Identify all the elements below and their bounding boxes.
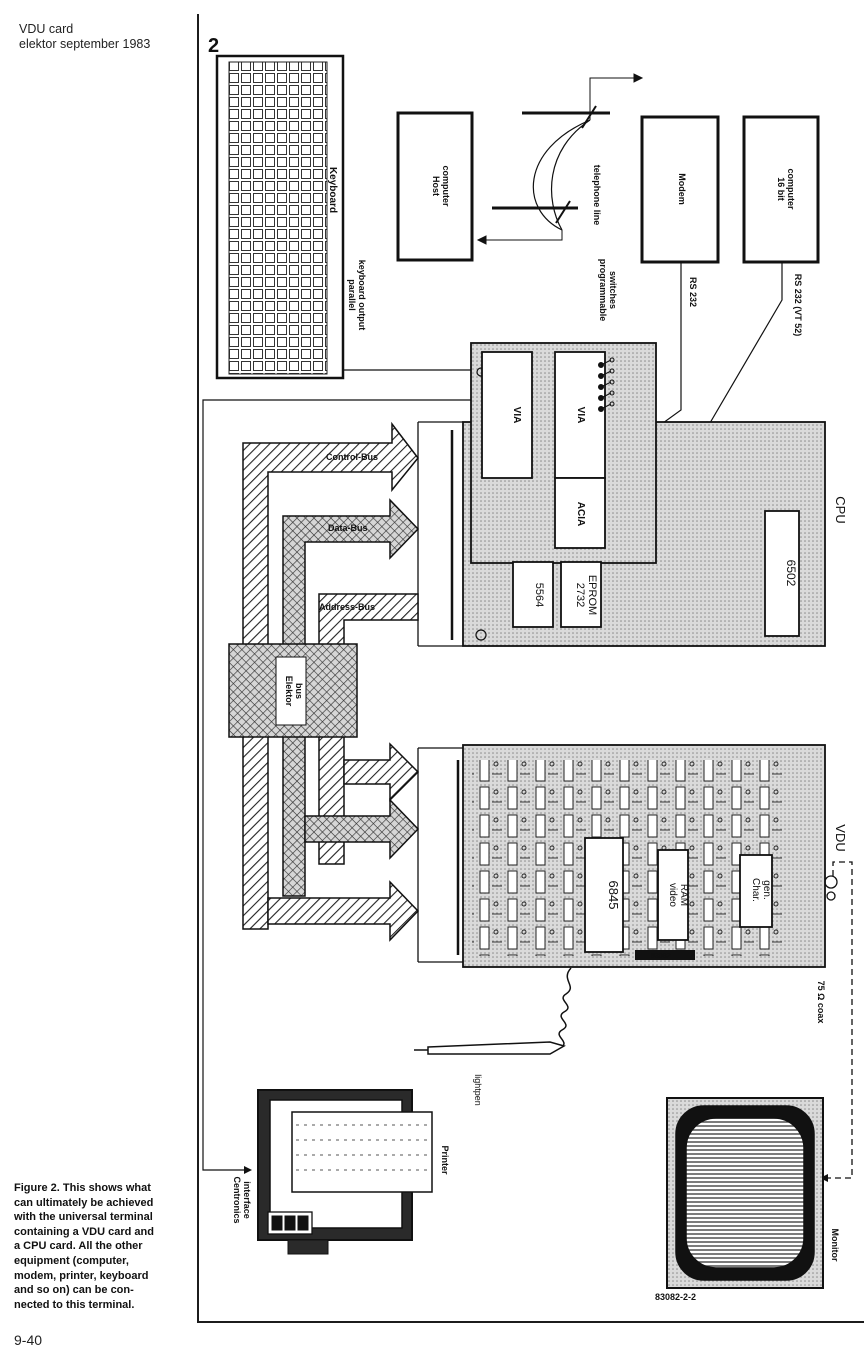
board-code: 83082 — [651, 953, 671, 960]
monitor — [666, 1097, 824, 1289]
running-header: VDU card elektor september 1983 — [19, 22, 150, 52]
printer — [257, 1089, 433, 1255]
vdu-card: 6845 video RAM Char. gen. 83082 VDU — [462, 744, 848, 968]
printer-label: Printer — [440, 1145, 450, 1175]
caption-line: modem, printer, keyboard — [14, 1269, 149, 1282]
programmable-switches — [598, 357, 615, 412]
bit-label: computer — [786, 168, 796, 210]
cpu-card: VIA VIA ACIA 5564 2732 EPROM 6502 CPU — [462, 342, 848, 647]
centronics-label: Centronics — [232, 1176, 242, 1223]
prog-switch-label: programmable — [598, 259, 608, 322]
control-bus-label: Control-Bus — [326, 452, 378, 462]
caption-line: nected to this terminal. — [14, 1298, 135, 1311]
prog-switch-label: switches — [608, 271, 618, 309]
cpu-chip-label: 6502 — [784, 560, 798, 587]
figure-frame-left — [197, 14, 199, 1322]
caption-line: with the universal terminal — [14, 1211, 153, 1224]
modem-label: Modem — [677, 173, 687, 205]
acia-label: ACIA — [575, 502, 586, 526]
char-gen-label: Char. — [750, 878, 761, 902]
lightpen — [414, 967, 572, 1055]
parallel-label: parallel — [347, 279, 357, 311]
rs232-label: RS 232 — [688, 277, 698, 307]
caption-line: equipment (computer, — [14, 1254, 129, 1267]
monitor-label: Monitor — [830, 1229, 840, 1262]
host-computer: Host computer — [396, 111, 474, 262]
host-label: computer — [441, 165, 451, 207]
bus-arrows-vdu — [267, 742, 420, 942]
char-gen-label: gen. — [761, 880, 772, 899]
elektor-bus: Elektor bus — [228, 643, 358, 738]
telephone-label: telephone line — [592, 165, 602, 226]
caption-line: Figure 2. This shows what — [14, 1182, 151, 1194]
cpu-label: CPU — [833, 496, 848, 523]
via-label: VIA — [575, 407, 586, 424]
data-bus-label: Data-Bus — [328, 523, 368, 533]
vdu-card-connector — [417, 747, 463, 963]
header-issue: elektor september 1983 — [19, 37, 151, 51]
keyboard: Keyboard — [215, 54, 345, 380]
cpu-card-connector — [417, 421, 463, 647]
header-title: VDU card — [19, 22, 74, 36]
address-bus-label: Address-Bus — [319, 602, 375, 612]
elektor-bus-label: bus — [294, 683, 304, 699]
rs232-vt52-label: RS 232 (VT 52) — [793, 274, 803, 337]
coax-label: 75 Ω coax — [816, 981, 826, 1024]
video-ram-label: RAM — [678, 884, 689, 906]
via-label: VIA — [511, 407, 522, 424]
bit-label: 16 bit — [776, 177, 786, 201]
crtc-label: 6845 — [606, 881, 621, 910]
figure-code: 83082-2-2 — [655, 1292, 696, 1302]
figure-caption: Figure 2. This shows what can ultimately… — [14, 1181, 182, 1312]
caption-line: a CPU card. All the other — [14, 1240, 143, 1253]
keyboard-label: Keyboard — [327, 167, 338, 213]
parallel-label: keyboard output — [357, 260, 367, 331]
figure-number: 2 — [208, 35, 219, 57]
lightpen-label: lightpen — [473, 1074, 483, 1106]
page-number: 9-40 — [14, 1332, 43, 1348]
vdu-label: VDU — [833, 824, 848, 851]
caption-line: containing a VDU card and — [14, 1225, 154, 1238]
eprom-label: EPROM — [586, 575, 598, 615]
figure-frame-bottom — [197, 1321, 864, 1323]
video-ram-label: video — [667, 883, 678, 907]
host-label: Host — [431, 176, 441, 196]
centronics-label: interface — [242, 1181, 252, 1219]
caption-line: and so on) can be con- — [14, 1284, 134, 1297]
ram-label: 5564 — [533, 583, 545, 607]
telephone-line — [476, 73, 644, 245]
elektor-bus-label: Elektor — [284, 676, 294, 707]
caption-line: can ultimately be achieved — [14, 1196, 154, 1209]
modem: Modem — [640, 115, 720, 264]
eprom-label: 2732 — [574, 583, 586, 607]
sixteen-bit-computer: 16 bit computer — [742, 115, 820, 264]
